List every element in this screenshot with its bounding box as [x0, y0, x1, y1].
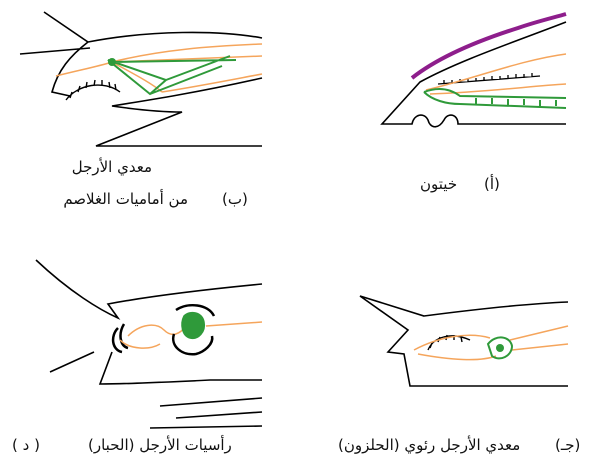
- caption-d-letter: ( د ): [12, 436, 40, 454]
- panel-d-optic-lobe: [171, 303, 216, 356]
- caption-d-name: رأسيات الأرجل (الحبار): [88, 436, 232, 454]
- panel-c-pulmonate: [359, 295, 569, 387]
- panel-a-chiton: [380, 12, 567, 128]
- panel-b-prosobranch: [19, 11, 263, 147]
- caption-a-letter: (أ): [484, 175, 500, 193]
- panel-b-body-outline: [19, 11, 263, 147]
- panel-b-nerves: [55, 43, 263, 93]
- caption-b-letter: (ب): [222, 190, 248, 208]
- caption-b-line2: من أماميات الغلاصم: [63, 190, 188, 208]
- panel-c-ganglia: [486, 336, 514, 360]
- caption-c-name: معدي الأرجل رئوي (الحلزون): [338, 436, 521, 454]
- panel-a-nerves: [425, 53, 567, 95]
- caption-c-letter: (جـ): [555, 436, 581, 454]
- panel-a-gill-row: [437, 73, 541, 85]
- panel-b-ganglia: [107, 55, 237, 96]
- panel-c-cerebral-ganglion: [496, 344, 504, 352]
- panel-c-nerves: [413, 325, 569, 361]
- panel-c-body-outline: [359, 295, 569, 387]
- panel-d-eye-left: [111, 323, 129, 354]
- panel-a-body-outline: [380, 21, 567, 128]
- panel-a-nerve-cords: [423, 88, 567, 109]
- panel-b-gill: [65, 79, 121, 101]
- panel-d-brain: [181, 311, 206, 340]
- caption-b-line1: معدي الأرجل: [71, 158, 152, 176]
- panel-d-nerves: [119, 321, 263, 349]
- panel-b-cerebral-ganglion: [108, 58, 116, 66]
- caption-a-name: خيتون: [420, 175, 458, 193]
- panel-d-cephalopod: [35, 259, 263, 429]
- panel-d-body-outline: [35, 259, 263, 429]
- panel-a-shell-plates: [410, 12, 567, 80]
